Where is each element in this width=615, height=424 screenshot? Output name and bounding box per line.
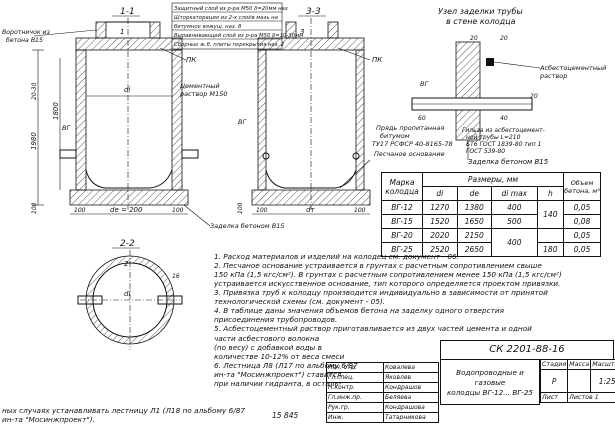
- dim-100-b2: 100: [172, 207, 184, 214]
- th-h: h: [536, 186, 565, 201]
- note-line: ин-та "Мосинжпроект") ставится: [214, 370, 342, 379]
- table-row: ВГ-25 2520 2650 180 0,05: [381, 242, 601, 257]
- dim-dt: dт: [306, 206, 315, 214]
- title-name-1: Водопроводные и газовые: [456, 368, 524, 387]
- dim-20-30: 20-30: [31, 82, 38, 100]
- n-20-b: 20: [500, 35, 508, 42]
- label-vorotnik: Воротничок из: [2, 29, 51, 36]
- note-line: (по весу) с добавкой воды в: [214, 343, 322, 352]
- label-vorotnik-2: бетона В15: [6, 36, 43, 44]
- th-marka: Марка колодца: [381, 172, 423, 201]
- dim-1980: 1980: [30, 132, 38, 150]
- note-line: части асбестового волокна: [214, 334, 320, 343]
- label-vg-1: ВГ: [62, 124, 71, 132]
- uzel-title-1: Узел заделки трубы: [438, 7, 523, 16]
- th-razmery: Размеры, мм: [422, 172, 564, 187]
- section-2-2: 2-2 2 di 16: [77, 239, 183, 350]
- layer-5: Сборные ж.б. плиты перекрытия наз. 2: [174, 42, 285, 48]
- mark-2: 2: [124, 260, 129, 268]
- dim-100-left-3: 100: [237, 202, 244, 214]
- label-prjad-2: битумом: [380, 132, 410, 140]
- section-1-1: 1-1 1980 1800 20-30 100 100 100 de = 200…: [2, 7, 284, 230]
- dimensions-table: Марка колодца Размеры, мм Объем бетона, …: [381, 172, 601, 257]
- label-asbest-1: Асбестоцементный: [539, 64, 606, 72]
- label-gilza-3: БТ6 ГОСТ 1839-80 тип 1: [466, 141, 541, 148]
- note-line: 3. Привязка труб к колодцу производится …: [214, 288, 548, 297]
- label-asbest-2: раствор: [539, 72, 567, 80]
- n-40: 40: [500, 115, 508, 122]
- n-20-c: 20: [530, 93, 538, 100]
- label-vg-3: ВГ: [420, 80, 429, 88]
- mark-3: 3: [300, 28, 304, 36]
- title-name: Водопроводные и газовые колодцы ВГ-12...…: [440, 359, 540, 405]
- title-block-stage: Стадия Масса Масштаб Р 1:25 Лист Листов …: [539, 359, 615, 403]
- table-row: ВГ-20 2020 2150 400 0,05: [381, 228, 601, 257]
- title-code: СК 2201-88-16: [440, 340, 614, 360]
- label-zadelka-1: Заделка бетоном В15: [210, 222, 284, 230]
- layer-3: битумное вяжущ. наз. 8: [174, 24, 242, 30]
- label-gilza-1: Гильза из асбестоцемент-: [462, 127, 545, 134]
- note-line: ных случаях устанавливать лестницу Л1 (Л…: [2, 406, 246, 415]
- dim-1800: 1800: [52, 102, 60, 120]
- dim-di: di: [124, 86, 130, 94]
- n-60: 60: [418, 115, 426, 122]
- dim-de: de = 200: [110, 206, 143, 214]
- label-zadelka-2: Заделка бетоном В15: [468, 158, 549, 166]
- title-block-names: Ковалева Яковлев Кондрашов Беляева Кондр…: [383, 362, 439, 423]
- label-pk-2: ПК: [372, 56, 383, 64]
- th-de: de: [456, 186, 492, 201]
- note-line: 5. Асбестоцементный раствор приготавлива…: [214, 324, 532, 333]
- section-2-2-title: 2-2: [120, 239, 135, 249]
- pipe-joint-detail: Узел заделки трубы в стене колодца 20 20…: [339, 7, 606, 189]
- dim-16: 16: [172, 273, 180, 280]
- note-line: ин-та "Мосинжпроект").: [2, 415, 95, 424]
- title-block-left: Нач. отд. Гл.спец. Н.контр. Гл.инж.пр. Р…: [326, 362, 384, 423]
- th-dimax: di max: [491, 186, 538, 201]
- note-line: 1. Расход материалов и изделий на колоде…: [214, 252, 459, 261]
- dim-100-b3: 100: [256, 207, 268, 214]
- dim-100-b1: 100: [74, 207, 86, 214]
- note-line: при наличии гидранта, в осталь-: [214, 379, 342, 388]
- notes-left-block: части асбестового волокна (по весу) с до…: [214, 334, 358, 388]
- label-vg-2: ВГ: [238, 118, 247, 126]
- label-gilza-2: ной трубы L=210: [466, 134, 521, 141]
- th-obem: Объем бетона, м³: [563, 172, 601, 201]
- mark-1: 1: [120, 28, 124, 36]
- inventory-number: 15 845: [272, 411, 299, 420]
- section-1-1-title: 1-1: [120, 7, 135, 17]
- table-row: ВГ-15 1520 1650 500 0,08: [381, 214, 601, 229]
- note-line: 150 кПа (1,5 кгс/см²). В грунтах с расче…: [214, 270, 562, 279]
- label-prjad-3: ТУ17 РСФСР 40-8165-78: [372, 140, 453, 148]
- label-pesch: Песчаное основание: [374, 150, 445, 158]
- note-line: 2. Песчаное основание устраивается в гру…: [214, 261, 542, 270]
- notes-block: 1. Расход материалов и изделий на колоде…: [214, 252, 562, 333]
- uzel-title-2: в стене колодца: [446, 17, 516, 26]
- note-line: 6. Лестница Л8 (Л17 по альбому 6/87: [214, 361, 358, 370]
- layer-4: Выравнивающий слой из р-ра М50 δ=10-30мм: [174, 33, 303, 39]
- section-3-3-title: 3-3: [306, 7, 321, 17]
- layer-2: Шторкаторация из 2-х слоёв мазь на: [174, 15, 278, 21]
- label-gilza-4: ГОСТ 539-80: [466, 148, 505, 155]
- label-prjad-1: Прядь пропитанная: [376, 124, 444, 132]
- note-line: устраивается искусственное основание, ти…: [214, 279, 561, 288]
- layers-legend: Защитный слой из р-ра М50 δ=20мм наз Што…: [171, 2, 303, 50]
- layer-1: Защитный слой из р-ра М50 δ=20мм наз: [174, 6, 288, 12]
- dim-di-2: di: [124, 290, 130, 298]
- label-pk-1: ПК: [186, 56, 197, 64]
- table-row: ВГ-12 1270 1380 400 140 0,05: [381, 200, 601, 229]
- label-cement: Цементный: [180, 82, 220, 90]
- note-line: технологической схемы (см. документ - 05…: [214, 297, 386, 306]
- n-20-a: 20: [470, 35, 478, 42]
- notes-bottom-left: ных случаях устанавливать лестницу Л1 (Л…: [2, 406, 245, 424]
- th-di: di: [422, 186, 458, 201]
- title-name-2: колодцы ВГ-12... ВГ-25: [446, 388, 534, 397]
- note-line: 4. В таблице даны значения объемов бетон…: [214, 306, 505, 315]
- section-3-3: 3-3 ПК ВГ 100 100 dт 3 100: [237, 7, 383, 215]
- note-line: количестве 10-12% от веса смеси: [214, 352, 345, 361]
- note-line: присоединения трубопроводов.: [214, 315, 338, 324]
- dim-100-b4: 100: [354, 207, 366, 214]
- dim-100-left: 100: [31, 202, 38, 214]
- label-cement-2: раствор М150: [179, 90, 227, 98]
